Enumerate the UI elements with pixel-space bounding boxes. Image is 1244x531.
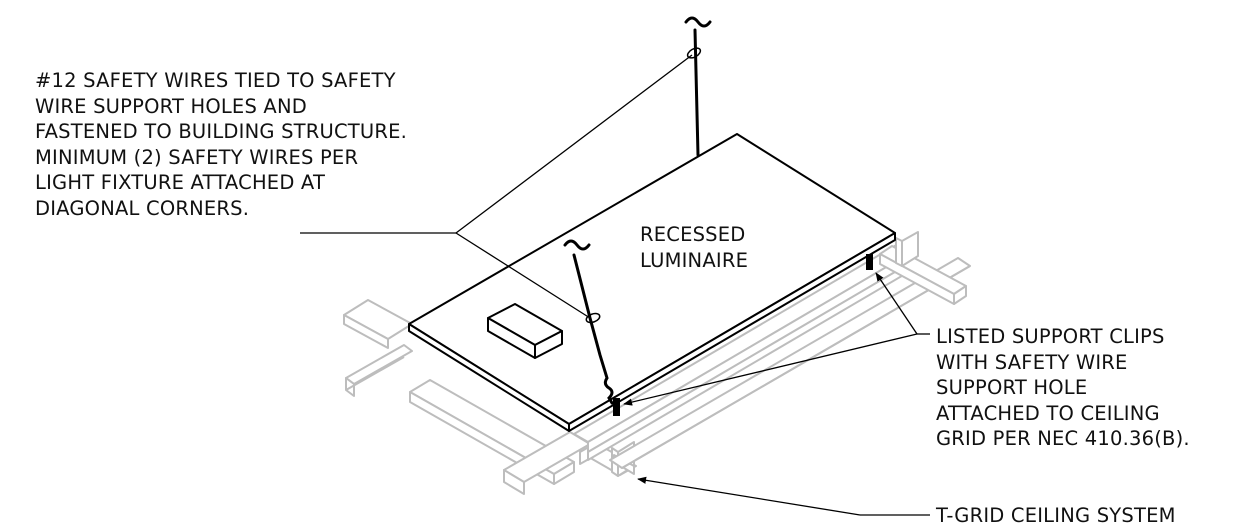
support-clips-note: LISTED SUPPORT CLIPS WITH SAFETY WIRE SU… [936, 324, 1190, 452]
main-runner-right [573, 243, 971, 469]
safety-wires-note-line: FASTENED TO BUILDING STRUCTURE. [35, 120, 408, 143]
safety-wire-top [684, 16, 712, 157]
support-clips-note-line: GRID PER NEC 410.36(B). [936, 427, 1190, 450]
safety-wires-note-line: DIAGONAL CORNERS. [35, 196, 250, 220]
junction-box [487, 303, 563, 359]
t-grid-note-line: T-GRID CEILING SYSTEM [936, 504, 1176, 527]
luminaire-label-line: LUMINAIRE [640, 248, 749, 272]
luminaire-label: RECESSED LUMINAIRE [640, 222, 748, 273]
t-grid-note: T-GRID CEILING SYSTEM [936, 503, 1176, 529]
leader-t-grid [637, 476, 930, 516]
support-clips-note-line: SUPPORT HOLE [936, 376, 1088, 399]
safety-wire-lower [563, 239, 614, 405]
support-clips-note-line: LISTED SUPPORT CLIPS [936, 325, 1165, 348]
safety-wires-note-line: MINIMUM (2) SAFETY WIRES PER [35, 145, 359, 169]
support-clips-note-line: ATTACHED TO CEILING [936, 401, 1160, 425]
leader-support-clips [623, 272, 930, 406]
main-runner-left [343, 299, 413, 397]
leader-safety-wires [300, 54, 693, 319]
support-clip-front [613, 398, 620, 416]
safety-wires-note: #12 SAFETY WIRES TIED TO SAFETY WIRE SUP… [35, 68, 407, 221]
support-clips-note-line: WITH SAFETY WIRE [936, 350, 1128, 374]
recessed-luminaire [408, 133, 896, 432]
safety-wires-note-line: #12 SAFETY WIRES TIED TO SAFETY [35, 69, 396, 92]
support-clip-right [866, 254, 873, 270]
luminaire-label-line: RECESSED [640, 223, 746, 246]
t-grid-ceiling [343, 197, 971, 495]
cross-tee-right [879, 231, 967, 305]
safety-wires-note-line: WIRE SUPPORT HOLES AND [35, 94, 307, 118]
safety-wires-note-line: LIGHT FIXTURE ATTACHED AT [35, 171, 326, 194]
